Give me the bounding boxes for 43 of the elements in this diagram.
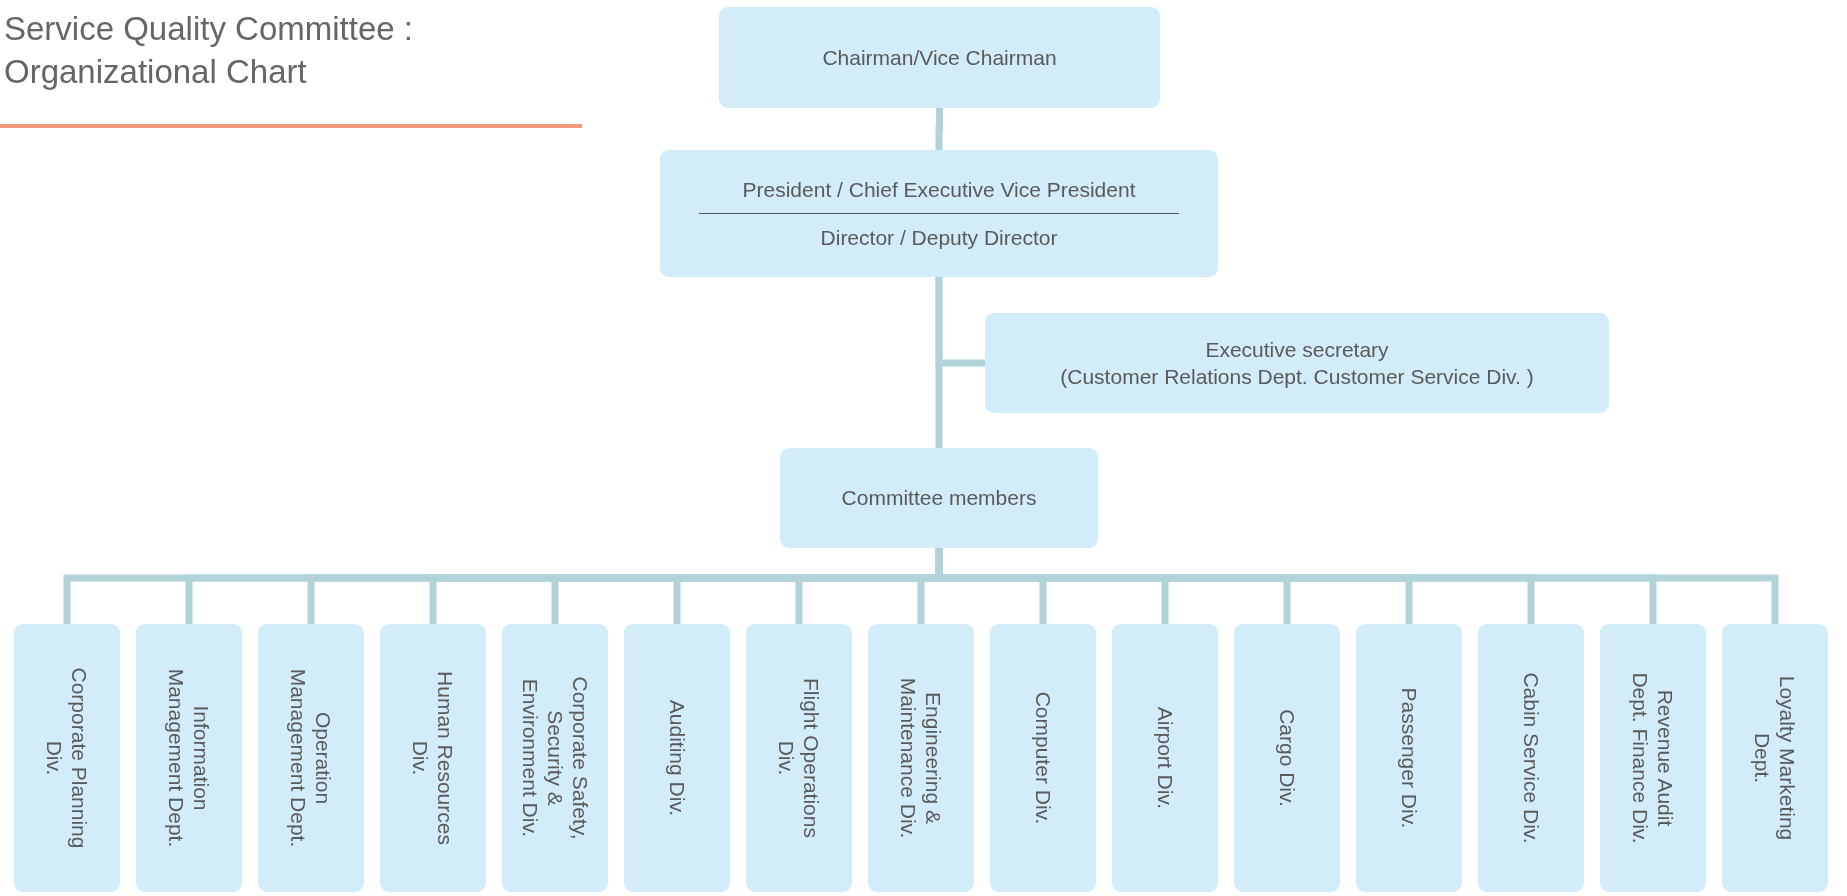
- division-name: Flight Operations Div.: [774, 677, 825, 840]
- division-box: [624, 624, 730, 892]
- division-name: Operation Management Dept.: [286, 667, 337, 849]
- division-name: Cargo Div.: [1274, 709, 1300, 807]
- role-box: [719, 7, 1160, 108]
- connector-line: [935, 277, 985, 367]
- role-title: (Customer Relations Dept. Customer Service Div. ): [1060, 364, 1534, 390]
- role-title: President / Chief Executive Vice President: [742, 176, 1136, 203]
- role-box: [985, 313, 1609, 413]
- division-name: Passenger Div.: [1396, 687, 1422, 829]
- division-box: [136, 624, 242, 892]
- division-box: [990, 624, 1096, 892]
- division-box: [868, 624, 974, 892]
- role-box: [660, 150, 1218, 277]
- division-box: [1478, 624, 1584, 892]
- role-title: Chairman/Vice Chairman: [822, 44, 1057, 71]
- role-title: Committee members: [841, 485, 1037, 512]
- division-box: [258, 624, 364, 892]
- division-box: [746, 624, 852, 892]
- division-name: Information Management Dept.: [164, 667, 215, 849]
- division-box: [14, 624, 120, 892]
- division-box: [1234, 624, 1340, 892]
- division-name: Human Resources Div.: [408, 670, 459, 847]
- role-box: [780, 448, 1098, 548]
- role-title: Executive secretary: [1205, 336, 1389, 363]
- division-name: Loyalty Marketing Dept.: [1750, 674, 1801, 843]
- division-box: [502, 624, 608, 892]
- chart-title: Service Quality Committee : Organizational Chart: [4, 9, 414, 92]
- division-box: [380, 624, 486, 892]
- division-name: Engineering & Maintenance Div.: [896, 676, 947, 841]
- role-title: Director / Deputy Director: [820, 225, 1058, 251]
- division-name: Cabin Service Div.: [1518, 672, 1544, 844]
- division-name: Corporate Planning Div.: [42, 667, 93, 849]
- connector-line: [935, 108, 943, 150]
- division-box: [1722, 624, 1828, 892]
- division-name: Airport Div.: [1152, 706, 1178, 810]
- division-box: [1600, 624, 1706, 892]
- division-name: Computer Div.: [1030, 691, 1056, 825]
- division-name: Auditing Div.: [664, 699, 690, 817]
- division-name: Corporate Safety, Security & Environment Div.: [517, 675, 593, 842]
- division-box: [1112, 624, 1218, 892]
- division-name: Revenue Audit Dept. Finance Div.: [1628, 671, 1679, 846]
- division-box: [1356, 624, 1462, 892]
